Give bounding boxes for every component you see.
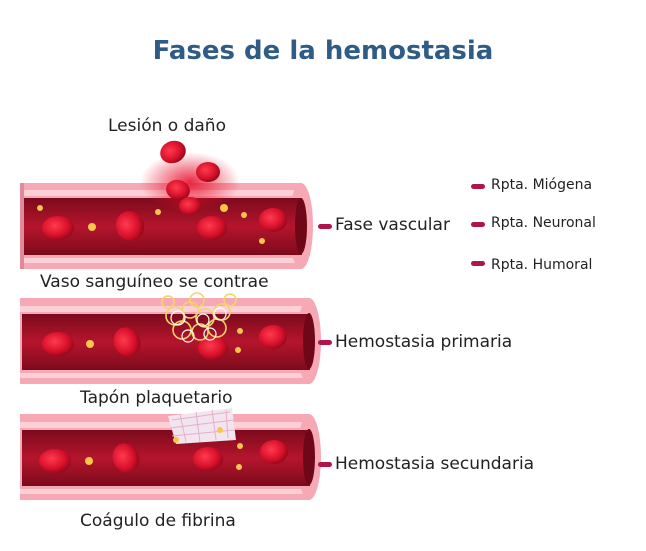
vessel-vascular-phase (20, 183, 313, 269)
red-cells-1 (42, 208, 287, 241)
response-myogenic: Rpta. Miógena (491, 177, 593, 193)
response-marker-3 (471, 261, 485, 266)
fibrin-clot (168, 408, 236, 444)
response-marker-2 (471, 222, 485, 227)
response-marker-1 (471, 184, 485, 189)
phase-marker-2 (318, 340, 332, 345)
platelets (37, 204, 265, 470)
response-neuronal: Rpta. Neuronal (491, 215, 596, 231)
caption-primary: Tapón plaquetario (80, 388, 233, 408)
phase-label-vascular: Fase vascular (335, 215, 450, 235)
red-cells-3 (39, 440, 288, 473)
phase-label-primary: Hemostasia primaria (335, 332, 513, 352)
platelet-plug (161, 292, 237, 341)
injury-label: Lesión o daño (108, 116, 226, 136)
vessel-secondary-phase (20, 414, 321, 500)
phase-label-secondary: Hemostasia secundaria (335, 454, 535, 474)
escaping-red-cells (160, 140, 220, 215)
platelet-plug-outline (170, 307, 227, 343)
caption-secondary: Coágulo de fibrina (80, 511, 236, 531)
response-humoral: Rpta. Humoral (491, 257, 593, 273)
page-title: Fases de la hemostasia (152, 36, 494, 66)
caption-vascular: Vaso sanguíneo se contrae (40, 272, 269, 292)
phase-marker-1 (318, 224, 332, 229)
phase-marker-3 (318, 462, 332, 467)
red-cells-2 (42, 325, 287, 360)
